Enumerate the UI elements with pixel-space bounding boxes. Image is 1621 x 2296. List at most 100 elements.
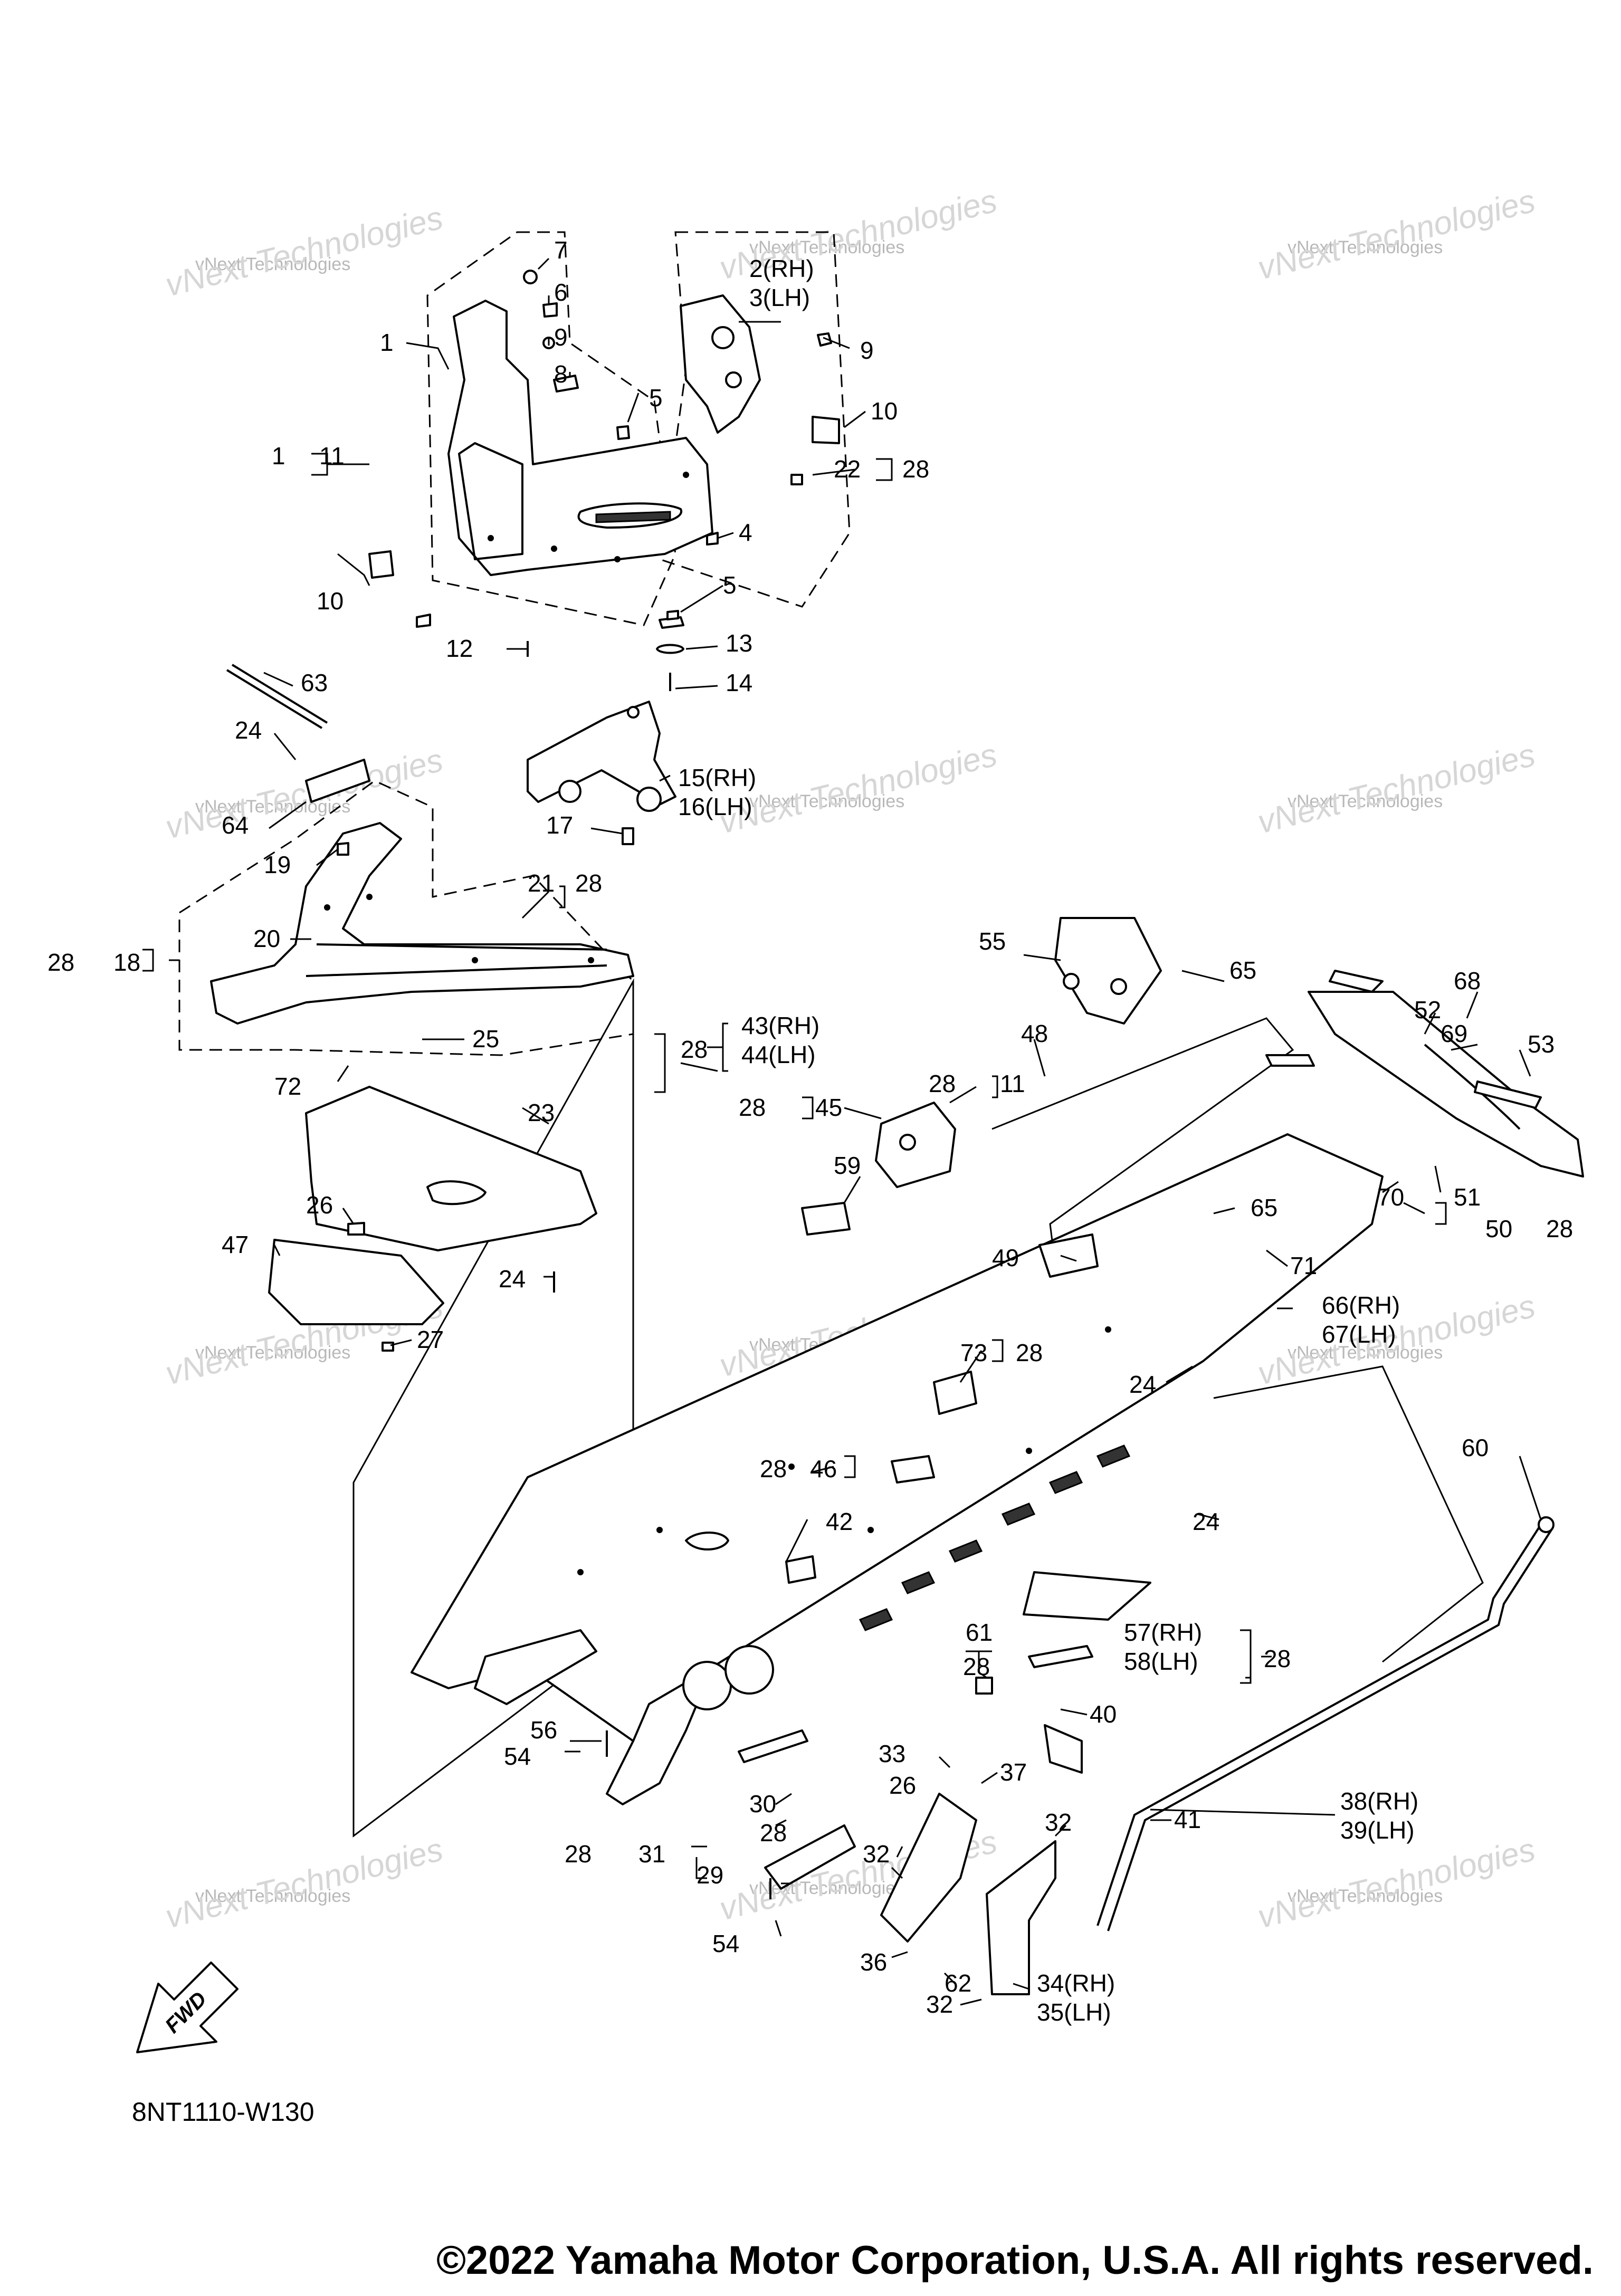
callout-30: 30 (749, 1790, 776, 1817)
callout-28: 28 (565, 1840, 592, 1868)
callout-32: 32 (1045, 1809, 1072, 1836)
callout-49: 49 (992, 1244, 1019, 1271)
seat-mount-bracket (875, 917, 1162, 1188)
callout-31: 31 (638, 1840, 665, 1868)
front-bulkhead (368, 300, 713, 579)
callout-18: 18 (113, 949, 140, 976)
front-bulkhead-group-outline (426, 231, 676, 626)
callout-37: 37 (1000, 1758, 1027, 1786)
callout-42: 42 (826, 1508, 853, 1535)
callout-50: 50 (1485, 1215, 1512, 1242)
callout-45: 45 (815, 1094, 842, 1121)
callout-72: 72 (274, 1073, 301, 1100)
callout-69: 69 (1441, 1020, 1467, 1047)
footrest-assembly (764, 1677, 1083, 1995)
callout-41: 41 (1174, 1806, 1201, 1833)
callout-43-rh: 43(RH) (741, 1012, 819, 1039)
callout-7: 7 (554, 236, 568, 264)
watermark-line1: vNext Technologies (195, 1343, 350, 1363)
watermark: vNext Technologies vNext Technologies (1254, 736, 1539, 840)
tunnel-outline (352, 978, 634, 1838)
callout-54: 54 (504, 1743, 531, 1770)
callout-61: 61 (966, 1619, 993, 1646)
watermark-line1: vNext Technologies (195, 1886, 350, 1906)
callout-64: 64 (222, 811, 249, 839)
diagram-code: 8NT1110-W130 (132, 2097, 314, 2127)
belly-pan (268, 1086, 597, 1352)
callout-68: 68 (1454, 967, 1481, 994)
callout-28: 28 (1016, 1339, 1043, 1366)
callout-47: 47 (222, 1231, 249, 1258)
callout-labels: 7 6 1 9 8 5 1 11 2(RH) 3(LH) 9 10 22 28 … (47, 236, 1573, 2026)
callout-35-lh: 35(LH) (1037, 1998, 1111, 2026)
callout-24: 24 (1129, 1371, 1156, 1398)
callout-55: 55 (979, 927, 1006, 955)
callout-28: 28 (902, 455, 929, 483)
callout-26: 26 (306, 1191, 333, 1219)
watermark-line1: vNext Technologies (1288, 1343, 1443, 1363)
watermark-line2: vNext Technologies (1254, 1831, 1539, 1935)
leader-lines (142, 257, 1542, 2006)
callout-52: 52 (1414, 996, 1441, 1023)
callout-24: 24 (235, 716, 262, 744)
callout-48: 48 (1021, 1020, 1048, 1047)
callout-13: 13 (726, 629, 752, 657)
callout-73: 73 (960, 1339, 987, 1366)
front-frame-group-outline (178, 780, 634, 1056)
watermark-line1: vNext Technologies (1288, 791, 1443, 811)
callout-24: 24 (499, 1265, 526, 1293)
hardware-fasteners-upper (416, 270, 832, 691)
callout-51: 51 (1454, 1183, 1481, 1211)
watermark-line1: vNext Technologies (749, 791, 904, 811)
callout-38-rh: 38(RH) (1340, 1787, 1418, 1815)
callout-34-rh: 34(RH) (1037, 1969, 1115, 1997)
watermark: vNext Technologies vNext Technologies (162, 199, 447, 303)
watermark: vNext Technologies vNext Technologies (1254, 1831, 1539, 1935)
callout-brackets (707, 1022, 1252, 1679)
callout-53: 53 (1528, 1030, 1555, 1058)
callout-27: 27 (417, 1326, 444, 1353)
steering-bracket (680, 294, 840, 485)
callout-11: 11 (319, 442, 345, 470)
callout-23: 23 (528, 1099, 555, 1126)
front-suspension-arm (527, 701, 676, 845)
callout-32: 32 (863, 1840, 890, 1868)
callout-11: 11 (1000, 1070, 1025, 1097)
callout-28: 28 (760, 1455, 787, 1482)
callout-28: 28 (47, 949, 74, 976)
part-drawings (210, 270, 1584, 1995)
callout-8: 8 (554, 360, 568, 388)
callout-58-lh: 58(LH) (1124, 1648, 1198, 1675)
callout-44-lh: 44(LH) (741, 1041, 816, 1068)
callout-46: 46 (810, 1455, 837, 1482)
callout-65: 65 (1251, 1194, 1277, 1221)
callout-20: 20 (253, 925, 280, 952)
callout-1: 1 (380, 329, 394, 356)
watermark-line2: vNext Technologies (716, 736, 1001, 840)
callout-28: 28 (739, 1094, 766, 1121)
callout-59: 59 (834, 1152, 861, 1179)
callout-19: 19 (264, 851, 291, 878)
callout-33: 33 (879, 1740, 905, 1767)
watermark: vNext Technologies vNext Technologies (162, 1831, 447, 1935)
callout-16-lh: 16(LH) (678, 793, 752, 820)
callout-9: 9 (860, 337, 874, 364)
watermark: vNext Technologies vNext Technologies (716, 736, 1001, 840)
callout-28: 28 (929, 1070, 956, 1097)
side-rail (1028, 1516, 1555, 1931)
callout-21: 21 (528, 869, 555, 897)
callout-15-rh: 15(RH) (678, 764, 756, 791)
callout-9: 9 (554, 323, 568, 351)
callout-40: 40 (1090, 1700, 1117, 1728)
callout-12: 12 (446, 635, 473, 662)
cable-tie (226, 664, 328, 729)
callout-28: 28 (681, 1036, 708, 1063)
callout-57-rh: 57(RH) (1124, 1619, 1202, 1646)
callout-28: 28 (575, 869, 602, 897)
watermarks: vNext Technologies vNext Technologies vN… (162, 183, 1539, 1935)
callout-26: 26 (889, 1772, 916, 1799)
watermark-line2: vNext Technologies (1254, 183, 1539, 286)
callout-14: 14 (726, 669, 752, 696)
callout-39-lh: 39(LH) (1340, 1816, 1415, 1844)
callout-65: 65 (1229, 956, 1256, 984)
